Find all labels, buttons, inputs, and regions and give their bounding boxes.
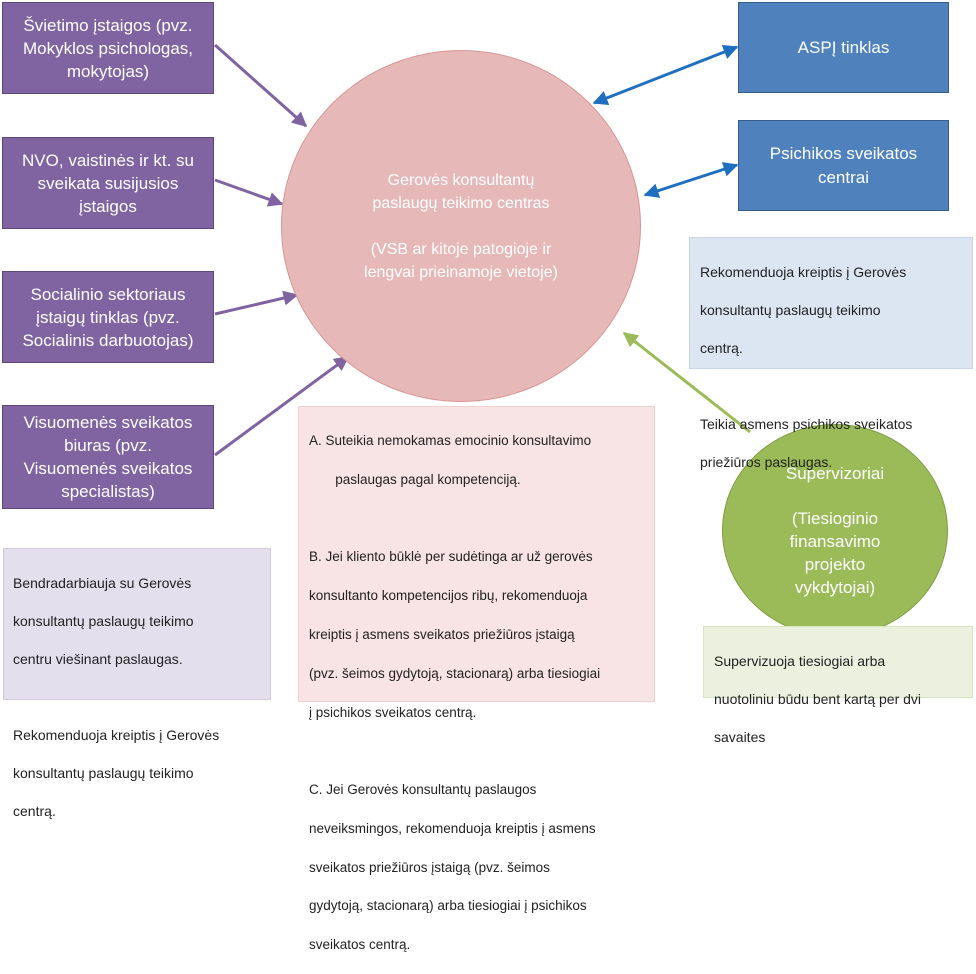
note-line: kreiptis į asmens sveikatos priežiūros į… xyxy=(309,627,575,643)
note-line: nuotoliniu būdu bent kartą per dvi xyxy=(714,691,922,707)
note-line: gydytoją, stacionarą) arba tiesiogiai į … xyxy=(309,898,587,914)
supervisor-subtitle-line: vykdytojai) xyxy=(794,578,876,597)
public-health-line: specialistas) xyxy=(61,482,155,501)
note-line: konsultantų paslaugų teikimo xyxy=(700,302,881,318)
note-line xyxy=(13,688,261,707)
note-line: paslaugas pagal kompetenciją. xyxy=(309,472,521,488)
note-line: Rekomenduoja kreiptis į Gerovės xyxy=(13,727,220,743)
note-line: konsultantų paslaugų teikimo xyxy=(13,765,194,781)
ngo-line: įstaigos xyxy=(79,196,137,216)
center-title-line: Gerovės konsultantų xyxy=(387,171,535,189)
note-line: konsultantų paslaugų teikimo xyxy=(13,613,194,629)
mental-centers-line: centrai xyxy=(817,167,869,187)
note-line: sveikatos centrą. xyxy=(309,937,411,953)
note-line: A. Suteikia nemokamas emocinio konsultav… xyxy=(309,433,592,449)
arrow-ngo-to-center xyxy=(214,178,284,207)
supervisor-subtitle-line: projekto xyxy=(804,555,866,574)
arrow-center-aspj xyxy=(592,44,739,106)
ngo-line: sveikata susijusios xyxy=(37,173,179,193)
supervisor-circle: Supervizoriai (Tiesioginio finansavimo p… xyxy=(722,424,948,637)
note-line: centru viešinant paslaugas. xyxy=(13,651,183,667)
note-line: priežiūros paslaugas. xyxy=(700,454,833,470)
note-line: į psichikos sveikatos centrą. xyxy=(309,704,477,720)
note-line: Teikia asmens psichikos sveikatos xyxy=(700,416,913,432)
public-health-line: Visuomenės sveikatos xyxy=(23,413,193,432)
center-circle: Gerovės konsultantų paslaugų teikimo cen… xyxy=(281,50,641,402)
note-line xyxy=(309,742,644,761)
note-right-blue: Rekomenduoja kreiptis į Gerovės konsulta… xyxy=(689,237,973,470)
schools-line: mokytojas) xyxy=(66,61,150,81)
mental-centers-box: Psichikos sveikatos centrai xyxy=(738,120,949,211)
note-line: centrą. xyxy=(13,803,56,819)
arrow-social-to-center xyxy=(214,290,299,316)
note-line: (pvz. šeimos gydytoją, stacionarą) arba … xyxy=(309,665,601,681)
schools-line: Švietimo įstaigos (pvz. xyxy=(23,15,193,35)
supervisor-subtitle-line: (Tiesioginio xyxy=(791,509,879,528)
mental-centers-line: Psichikos sveikatos xyxy=(769,143,918,163)
note-center-pink: A. Suteikia nemokamas emocinio konsultav… xyxy=(298,406,655,952)
public-health-box: Visuomenės sveikatos biuras (pvz. Visuom… xyxy=(2,405,214,509)
aspj-label: ASPĮ tinklas xyxy=(797,37,890,57)
ngo-line: NVO, vaistinės ir kt. su xyxy=(22,150,194,170)
arrow-center-mental-centers xyxy=(643,162,739,198)
center-subtitle-line: (VSB ar kitoje patogioje ir xyxy=(370,240,552,258)
supervisor-title: Supervizoriai xyxy=(785,464,885,483)
social-line: Socialinio sektoriaus xyxy=(30,284,186,304)
ngo-box: NVO, vaistinės ir kt. su sveikata susiju… xyxy=(2,137,214,229)
schools-line: Mokyklos psichologas, xyxy=(22,38,194,58)
schools-box: Švietimo įstaigos (pvz. Mokyklos psichol… xyxy=(2,2,214,94)
note-line: konsultanto kompetencijos ribų, rekomend… xyxy=(309,588,588,604)
social-box: Socialinio sektoriaus įstaigų tinklas (p… xyxy=(2,271,214,363)
social-line: įstaigų tinklas (pvz. xyxy=(36,307,180,327)
connector-arrows xyxy=(214,43,751,457)
note-line xyxy=(309,509,644,528)
arrow-supervisors-to-center xyxy=(622,331,751,434)
note-line: Supervizuoja tiesiogiai arba xyxy=(714,653,886,669)
note-line: C. Jei Gerovės konsultantų paslaugos xyxy=(309,781,537,797)
aspj-box: ASPĮ tinklas xyxy=(738,2,949,93)
note-line xyxy=(700,377,962,396)
note-right-green: Supervizuoja tiesiogiai arba nuotoliniu … xyxy=(703,626,973,745)
center-title-line: paslaugų teikimo centras xyxy=(372,194,550,212)
public-health-line: biuras (pvz. xyxy=(64,436,152,455)
note-line: centrą. xyxy=(700,340,743,356)
note-line: Rekomenduoja kreiptis į Gerovės xyxy=(700,264,907,280)
arrow-public-health-to-center xyxy=(214,355,350,457)
note-line: neveiksmingos, rekomenduoja kreiptis į a… xyxy=(309,820,596,836)
social-line: Socialinis darbuotojas) xyxy=(22,330,194,350)
note-line: Bendradarbiauja su Gerovės xyxy=(13,575,192,591)
note-line: savaites xyxy=(714,729,766,745)
supervisor-subtitle-line: finansavimo xyxy=(789,532,881,551)
note-left-purple: Bendradarbiauja su Gerovės konsultantų p… xyxy=(3,548,271,819)
arrow-schools-to-center xyxy=(214,43,308,128)
note-line: sveikatos priežiūros įstaigą (pvz. šeimo… xyxy=(309,859,550,875)
note-line: B. Jei kliento būklė per sudėtinga ar už… xyxy=(309,549,593,565)
public-health-line: Visuomenės sveikatos xyxy=(23,459,193,478)
center-subtitle-line: lengvai prieinamoje vietoje) xyxy=(364,263,558,281)
